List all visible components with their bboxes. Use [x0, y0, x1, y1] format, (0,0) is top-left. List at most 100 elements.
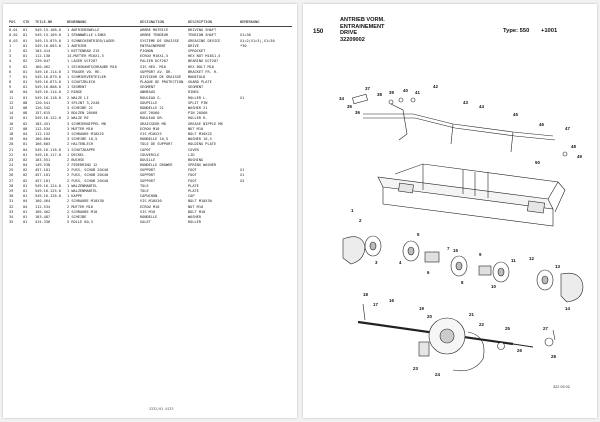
cell-part: 112.534 — [35, 204, 51, 209]
callout-number: 3 — [375, 260, 378, 265]
grease-line-3 — [390, 103, 408, 141]
cell-note — [240, 220, 290, 225]
cell-part: 120.542 — [35, 106, 51, 111]
cell-qty: 01 — [23, 183, 28, 188]
cell-part: 549.16.124.0 — [35, 183, 61, 188]
cell-pos: 3 — [9, 54, 12, 59]
figure-code: 322 09 02 — [553, 385, 570, 389]
cell-desc: GALET — [140, 220, 151, 225]
cell-pos: 29 — [9, 189, 14, 194]
callout-number: 10 — [491, 284, 496, 289]
cell-pos: 30 — [9, 194, 14, 199]
cell-pos: 23 — [9, 157, 14, 162]
cell-pos: 21 — [9, 147, 14, 152]
grease-line-2 — [363, 117, 556, 141]
cell-desc: GRAISSEUR M8 — [140, 121, 166, 126]
cell-desc2: MANIFOLD — [188, 74, 206, 79]
grease-block — [352, 93, 368, 105]
page-footer-code: 3332/01 0133 — [149, 407, 174, 411]
cell-pos: 24 — [9, 163, 14, 168]
callout-number: 26 — [517, 348, 522, 353]
cell-desc: COUVERCLE — [140, 152, 160, 157]
callout-number: 24 — [435, 372, 440, 377]
cell-qty: 01 — [23, 33, 28, 38]
frame-cross-3 — [462, 170, 476, 196]
callout-number: 1 — [351, 208, 354, 213]
cell-part: 549.16.125.0 — [35, 189, 61, 194]
cell-qty: 02 — [23, 173, 28, 178]
callout-number: 46 — [539, 122, 544, 127]
col-designation: DESIGNATION — [140, 20, 164, 24]
cell-pos: 18 — [9, 131, 14, 136]
cell-name: 2 FEDERRING 12 — [67, 163, 98, 168]
cell-desc: RONDELLE — [140, 214, 158, 219]
cell-desc2: HEX BOLT M10 — [188, 64, 214, 69]
cell-part: 160.462 — [35, 209, 51, 214]
cell-part: 549.15.879.0 — [35, 38, 61, 43]
cell-desc2: NUT M10 — [188, 204, 204, 209]
cell-desc: SYSTEME DE GRAISSE — [140, 38, 179, 43]
cell-desc: VIS M10 — [140, 209, 156, 214]
callout-number: 35 — [347, 104, 352, 109]
callout-number: 42 — [433, 84, 438, 89]
cell-note: *30 — [240, 43, 247, 48]
cell-pos: 4 — [9, 59, 12, 64]
cell-qty: 04 — [23, 163, 28, 168]
cell-qty: 01 — [23, 54, 28, 59]
cell-desc: ENTRAINEMENT — [140, 43, 166, 48]
col-note: BEMERKUNG — [240, 20, 260, 24]
cell-qty: 01 — [23, 85, 28, 90]
cell-desc: VIS M10X30 — [140, 199, 162, 204]
cell-qty: 01 — [23, 142, 28, 147]
col-name: BENENNUNG — [67, 20, 87, 24]
cell-name: 1 DECKEL — [67, 152, 85, 157]
cell-desc: DOUILLE — [140, 157, 156, 162]
callout-number: 44 — [479, 104, 484, 109]
shaft-bolts — [362, 303, 556, 341]
cell-desc: DIVISEUR DE GRAISSE — [140, 74, 182, 79]
cell-name: 1 TRAGER VO. RE. — [67, 69, 102, 74]
cell-name: 14-MUTTER M16X1,5 — [67, 54, 104, 59]
cell-qty: 04 — [23, 147, 28, 152]
cell-pos: 5 — [9, 64, 12, 69]
callout-number: 43 — [463, 100, 468, 105]
lower-bracket — [418, 341, 430, 357]
callout-number: 38 — [377, 92, 382, 97]
cell-qty: 01 — [23, 194, 28, 199]
lower-nut — [544, 337, 554, 347]
cell-name: 2 RINGE — [67, 90, 83, 95]
cell-name: 2 WALZE LI — [67, 95, 89, 100]
callout-number: 47 — [565, 126, 570, 131]
cell-desc: CAPOT — [140, 147, 151, 152]
callout-number: 14 — [565, 306, 570, 311]
cell-desc2: HOLDING PLATE — [188, 142, 217, 147]
cell-qty: 02 — [23, 168, 28, 173]
cell-part: 549.16.117.0 — [35, 152, 61, 157]
callout-number: 19 — [419, 306, 424, 311]
cell-part: 549.16.873.0 — [35, 80, 61, 85]
cell-desc: ROULEAU DR. — [140, 116, 164, 121]
section-number: 150 — [313, 28, 324, 35]
cell-part: 160.464 — [35, 199, 51, 204]
cell-part: 160.462 — [35, 64, 51, 69]
cell-desc: SUPPORT — [140, 178, 156, 183]
callout-number: 45 — [513, 112, 518, 117]
bearing-block-1 — [424, 251, 440, 263]
cell-name: 2 SCHRAUBE M10X30 — [67, 199, 104, 204]
cell-desc: ARBRE MOTRICE — [140, 28, 169, 33]
grease-line-1 — [363, 113, 554, 137]
grease-line-5 — [510, 131, 514, 153]
cell-desc2: DRIVING SHAFT — [188, 28, 217, 33]
